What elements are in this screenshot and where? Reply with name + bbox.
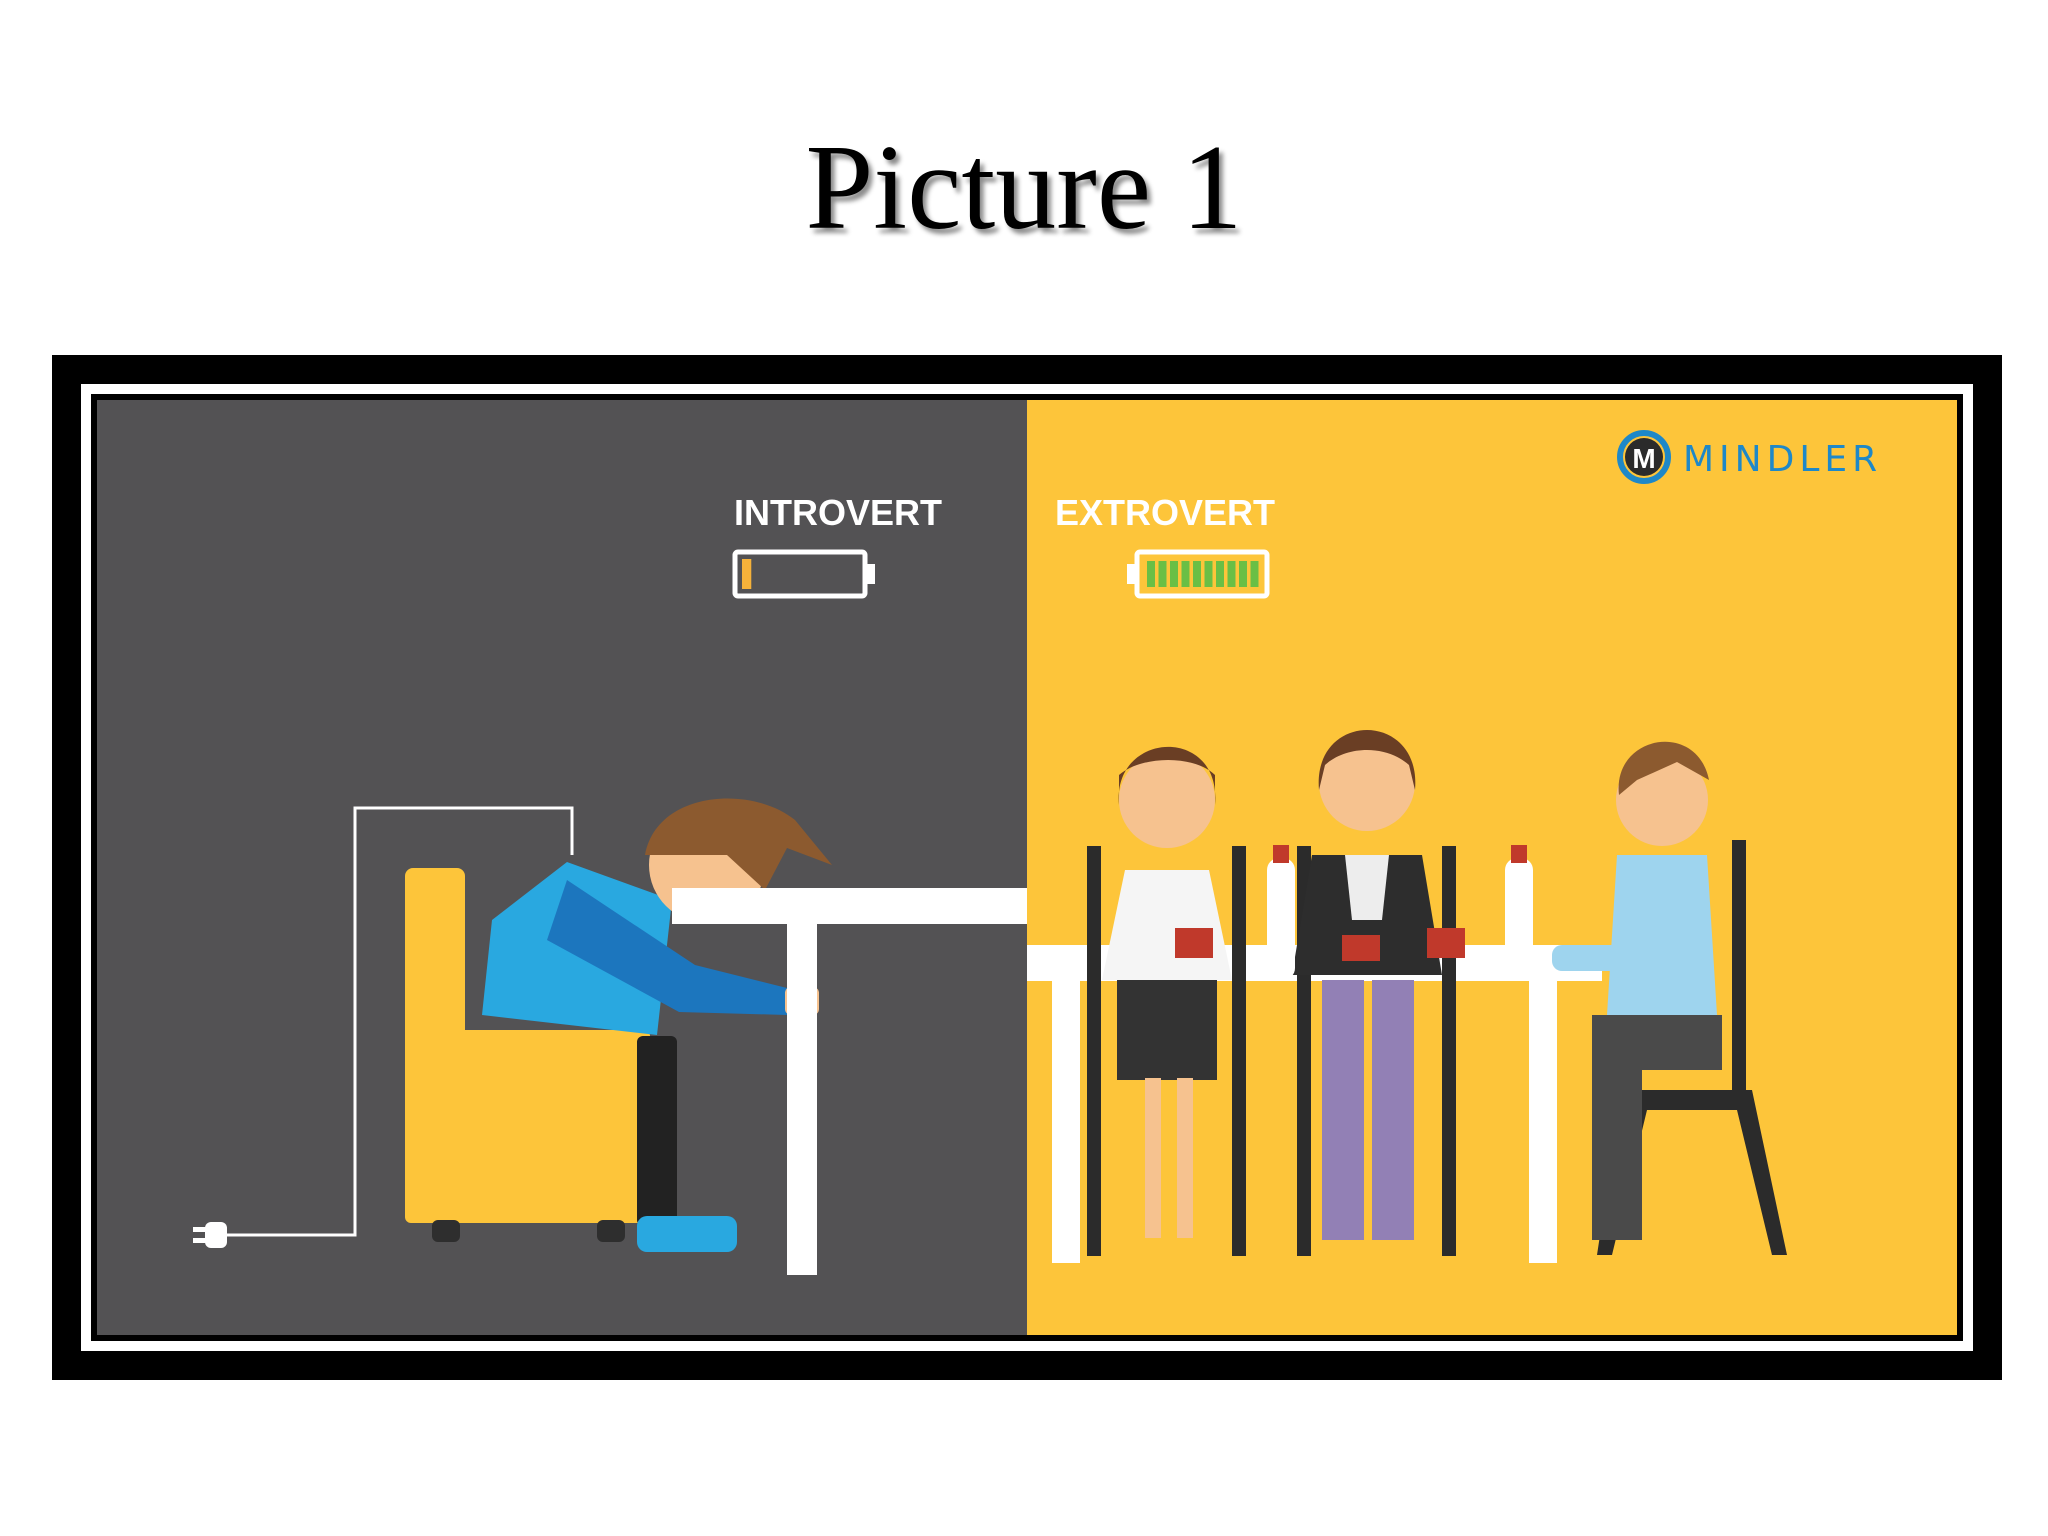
battery-segment — [1193, 561, 1201, 587]
battery-segment — [1227, 561, 1236, 587]
battery-segment — [1158, 561, 1167, 587]
battery-segment — [1250, 561, 1259, 587]
introvert-label: INTROVERT — [734, 492, 942, 533]
full-battery-fill — [1147, 561, 1259, 587]
armchair — [405, 868, 650, 1242]
bottles — [1267, 845, 1533, 980]
battery-segment — [1181, 561, 1190, 587]
frame-white-line: M MINDLER INTROVERT EXTROVERT — [81, 384, 1973, 1351]
logo-letter: M — [1632, 443, 1655, 474]
drink-glasses — [1175, 928, 1465, 961]
man-right-figure — [1552, 741, 1722, 1240]
battery-segment — [1147, 561, 1155, 587]
low-battery-fill — [742, 559, 752, 589]
extrovert-label: EXTROVERT — [1055, 492, 1275, 533]
battery-segment — [1239, 561, 1247, 587]
man-center-figure — [1292, 730, 1442, 1240]
battery-segment — [1216, 561, 1224, 587]
battery-segment — [1170, 561, 1178, 587]
battery-segment — [1204, 561, 1213, 587]
logo-circle-icon — [1625, 438, 1663, 476]
charging-cable — [218, 806, 574, 1237]
introvert-table — [672, 888, 1027, 1275]
introvert-extrovert-illustration: M MINDLER INTROVERT EXTROVERT — [97, 400, 1957, 1335]
mindler-logo: M MINDLER — [1617, 430, 1882, 484]
logo-ring-icon — [1617, 430, 1671, 484]
logo-name: MINDLER — [1683, 439, 1882, 480]
tired-person — [482, 798, 832, 1252]
extrovert-background — [1027, 400, 1957, 1335]
full-battery-icon — [1127, 549, 1270, 599]
picture-frame: M MINDLER INTROVERT EXTROVERT — [52, 355, 2002, 1380]
slide-title: Picture 1 — [805, 120, 1243, 255]
frame-inner-border: M MINDLER INTROVERT EXTROVERT — [91, 394, 1963, 1341]
low-battery-icon — [732, 549, 875, 599]
plug-icon — [193, 1222, 227, 1248]
